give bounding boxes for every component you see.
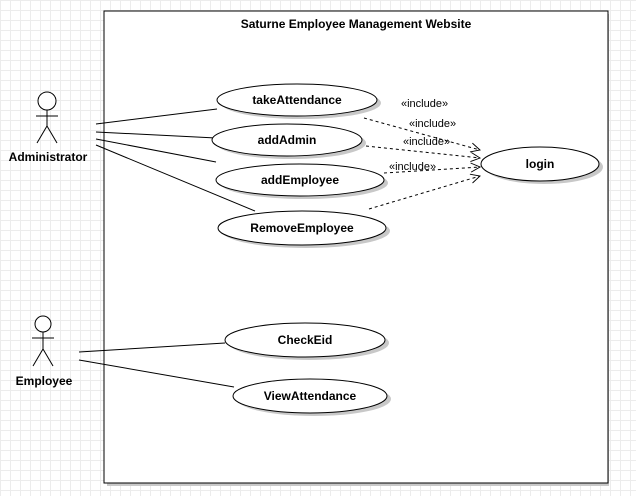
actor-employee-right-leg — [42, 348, 54, 367]
use-case-check-eid-label: CheckEid — [278, 333, 333, 347]
use-case-add-employee-label: addEmployee — [261, 173, 339, 187]
include-take-attendance-login[interactable] — [363, 117, 480, 150]
use-case-view-attendance[interactable]: ViewAttendance — [232, 378, 391, 416]
actor-employee-label: Employee — [16, 374, 73, 388]
system-title: Saturne Employee Management Website — [241, 17, 472, 31]
associations-employee — [78, 342, 235, 388]
actor-administrator-right-leg — [46, 125, 58, 144]
association-employee-view-attendance[interactable] — [78, 359, 235, 388]
actor-administrator-label: Administrator — [9, 150, 88, 164]
associations-administrator — [95, 108, 256, 212]
association-employee-check-eid[interactable] — [78, 342, 226, 353]
use-case-add-admin-label: addAdmin — [258, 133, 317, 147]
use-case-remove-employee-label: RemoveEmployee — [250, 221, 354, 235]
association-admin-add-admin[interactable] — [95, 131, 217, 139]
actor-employee[interactable] — [32, 315, 54, 367]
association-admin-take-attendance[interactable] — [95, 108, 218, 125]
actor-administrator-left-leg — [36, 125, 48, 144]
system-boundary[interactable] — [103, 10, 609, 486]
actor-administrator-head — [37, 91, 57, 111]
include-add-admin-login[interactable] — [365, 145, 480, 158]
use-case-login-label: login — [526, 157, 555, 171]
include-label-add-admin: «include» — [409, 118, 456, 130]
include-add-employee-login[interactable] — [383, 167, 480, 174]
use-case-take-attendance[interactable]: takeAttendance — [216, 83, 381, 119]
include-label-take-attendance: «include» — [401, 98, 448, 110]
use-case-take-attendance-label: takeAttendance — [252, 93, 342, 107]
include-label-remove-employee: «include» — [389, 161, 436, 173]
use-case-check-eid[interactable]: CheckEid — [224, 322, 389, 360]
include-label-add-employee: «include» — [403, 136, 450, 148]
use-case-login[interactable]: login — [480, 146, 603, 184]
association-admin-remove-employee[interactable] — [95, 144, 256, 212]
association-admin-add-employee[interactable] — [95, 138, 217, 163]
actor-employee-left-leg — [32, 348, 44, 367]
use-case-remove-employee[interactable]: RemoveEmployee — [217, 210, 390, 248]
include-relations — [363, 117, 480, 210]
actor-administrator[interactable] — [36, 91, 58, 144]
use-case-add-admin[interactable]: addAdmin — [211, 123, 366, 159]
use-case-view-attendance-label: ViewAttendance — [264, 389, 357, 403]
actor-employee-head — [34, 315, 52, 333]
use-case-add-employee[interactable]: addEmployee — [215, 163, 388, 199]
include-remove-employee-login[interactable] — [368, 176, 480, 210]
